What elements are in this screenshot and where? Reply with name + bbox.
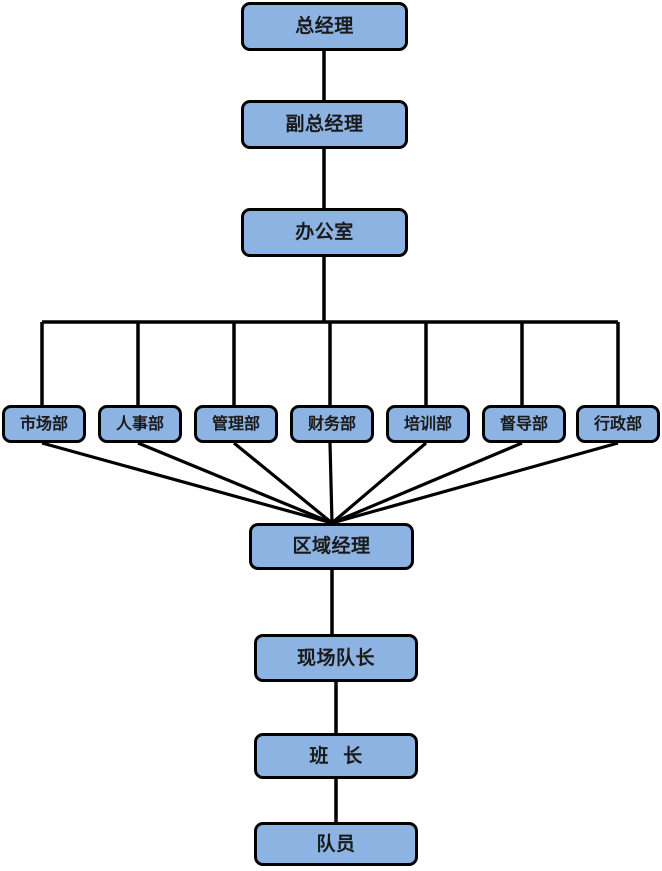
- node-label-deputy-general-manager: 副总经理: [285, 113, 364, 135]
- converging-line-dept-finance: [328, 442, 334, 524]
- node-general-manager[interactable]: 总经理: [241, 2, 408, 51]
- node-dept-marketing[interactable]: 市场部: [2, 405, 86, 443]
- node-label-dept-training: 培训部: [403, 414, 452, 433]
- node-dept-administration[interactable]: 行政部: [576, 405, 660, 443]
- converging-line-dept-training: [330, 441, 428, 525]
- converging-line-dept-supervision: [331, 441, 523, 525]
- node-deputy-general-manager[interactable]: 副总经理: [241, 100, 408, 149]
- node-label-dept-administration: 行政部: [593, 414, 642, 433]
- node-label-general-manager: 总经理: [295, 15, 354, 37]
- node-label-dept-finance: 财务部: [307, 414, 356, 433]
- converging-line-dept-marketing: [41, 441, 333, 525]
- node-label-team-leader: 班 长: [309, 744, 363, 767]
- node-office[interactable]: 办公室: [241, 208, 408, 257]
- node-site-captain[interactable]: 现场队长: [254, 634, 418, 682]
- node-label-site-captain: 现场队长: [296, 646, 375, 669]
- node-dept-human-resources[interactable]: 人事部: [98, 405, 182, 443]
- converging-line-dept-human-resources: [137, 441, 333, 525]
- node-label-dept-management: 管理部: [211, 414, 260, 433]
- node-dept-finance[interactable]: 财务部: [290, 405, 374, 443]
- converging-line-dept-management: [232, 441, 334, 525]
- node-dept-supervision[interactable]: 督导部: [482, 405, 566, 443]
- node-dept-training[interactable]: 培训部: [386, 405, 470, 443]
- node-label-regional-manager: 区域经理: [292, 535, 371, 557]
- node-dept-management[interactable]: 管理部: [194, 405, 278, 443]
- node-label-office: 办公室: [295, 221, 354, 243]
- node-label-dept-supervision: 督导部: [499, 414, 548, 433]
- node-team-member[interactable]: 队员: [254, 822, 418, 866]
- node-label-team-member: 队员: [316, 832, 356, 855]
- node-regional-manager[interactable]: 区域经理: [249, 523, 414, 570]
- node-label-dept-human-resources: 人事部: [115, 414, 164, 433]
- node-team-leader[interactable]: 班 长: [254, 733, 418, 779]
- node-label-dept-marketing: 市场部: [19, 414, 68, 433]
- converging-line-dept-administration: [331, 441, 619, 525]
